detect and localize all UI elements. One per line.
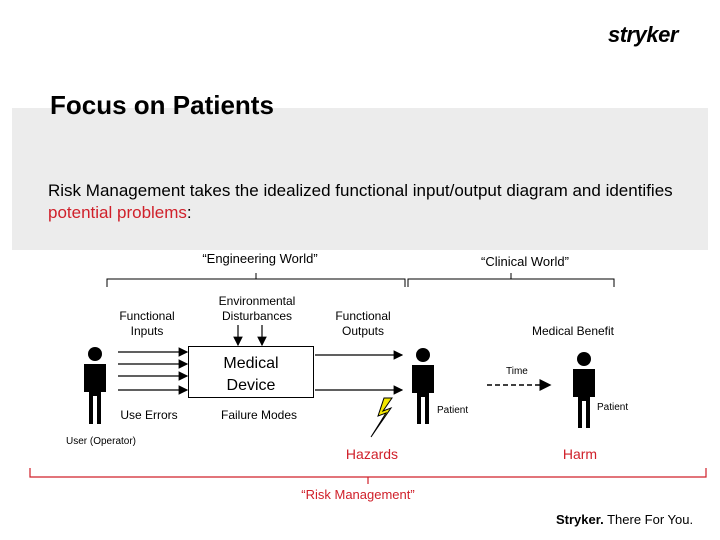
use-errors-label: Use Errors xyxy=(120,408,178,422)
page-title: Focus on Patients xyxy=(50,90,274,120)
functional-outputs-line-2: Outputs xyxy=(341,324,385,338)
tagline-text: There For You. xyxy=(607,512,694,527)
medical-device-label: Medical Device xyxy=(188,353,314,397)
stryker-tagline: Stryker. There For You. xyxy=(556,512,693,527)
risk-management-label: “Risk Management” xyxy=(301,487,415,502)
device-line-1: Medical xyxy=(223,355,279,372)
header-band xyxy=(12,108,708,250)
intro-highlight: potential problems xyxy=(48,203,187,222)
harm-label: Harm xyxy=(562,446,598,462)
risk-bracket xyxy=(29,468,707,484)
env-line-1: Environmental xyxy=(218,294,296,308)
patient-label-2: Patient xyxy=(597,402,629,413)
functional-inputs-label: Functional Inputs xyxy=(107,309,187,339)
person-icon xyxy=(412,348,434,424)
functional-outputs-label: Functional Outputs xyxy=(322,309,404,339)
intro-colon: : xyxy=(186,203,192,222)
stryker-logo: stryker xyxy=(608,22,678,47)
hazards-label: Hazards xyxy=(345,446,399,462)
intro-text: Risk Management takes the idealized func… xyxy=(48,180,688,224)
person-icon xyxy=(573,352,595,428)
disturbance-arrows xyxy=(233,325,267,347)
env-line-2: Disturbances xyxy=(221,309,293,323)
clinical-bracket xyxy=(407,273,615,287)
functional-outputs-line-1: Functional xyxy=(335,309,391,323)
environmental-disturbances-label: Environmental Disturbances xyxy=(207,294,307,324)
device-line-2: Device xyxy=(226,377,276,394)
clinical-world-label: “Clinical World” xyxy=(481,254,569,269)
time-label: Time xyxy=(506,366,528,377)
medical-benefit-label: Medical Benefit xyxy=(531,324,615,338)
engineering-bracket xyxy=(106,273,406,287)
functional-inputs-line-2: Inputs xyxy=(130,324,164,338)
lightning-icon xyxy=(370,397,393,438)
patient-label-1: Patient xyxy=(437,405,469,416)
tagline-brand: Stryker. xyxy=(556,512,604,527)
intro-text-main: Risk Management takes the idealized func… xyxy=(48,181,673,200)
output-arrows xyxy=(315,350,404,395)
medical-device-box xyxy=(188,346,314,398)
engineering-world-label: “Engineering World” xyxy=(202,251,318,266)
person-icon xyxy=(84,347,106,424)
failure-modes-label: Failure Modes xyxy=(220,408,298,422)
user-operator-label: User (Operator) xyxy=(66,436,137,447)
functional-inputs-line-1: Functional xyxy=(119,309,175,323)
input-arrows xyxy=(118,347,189,395)
